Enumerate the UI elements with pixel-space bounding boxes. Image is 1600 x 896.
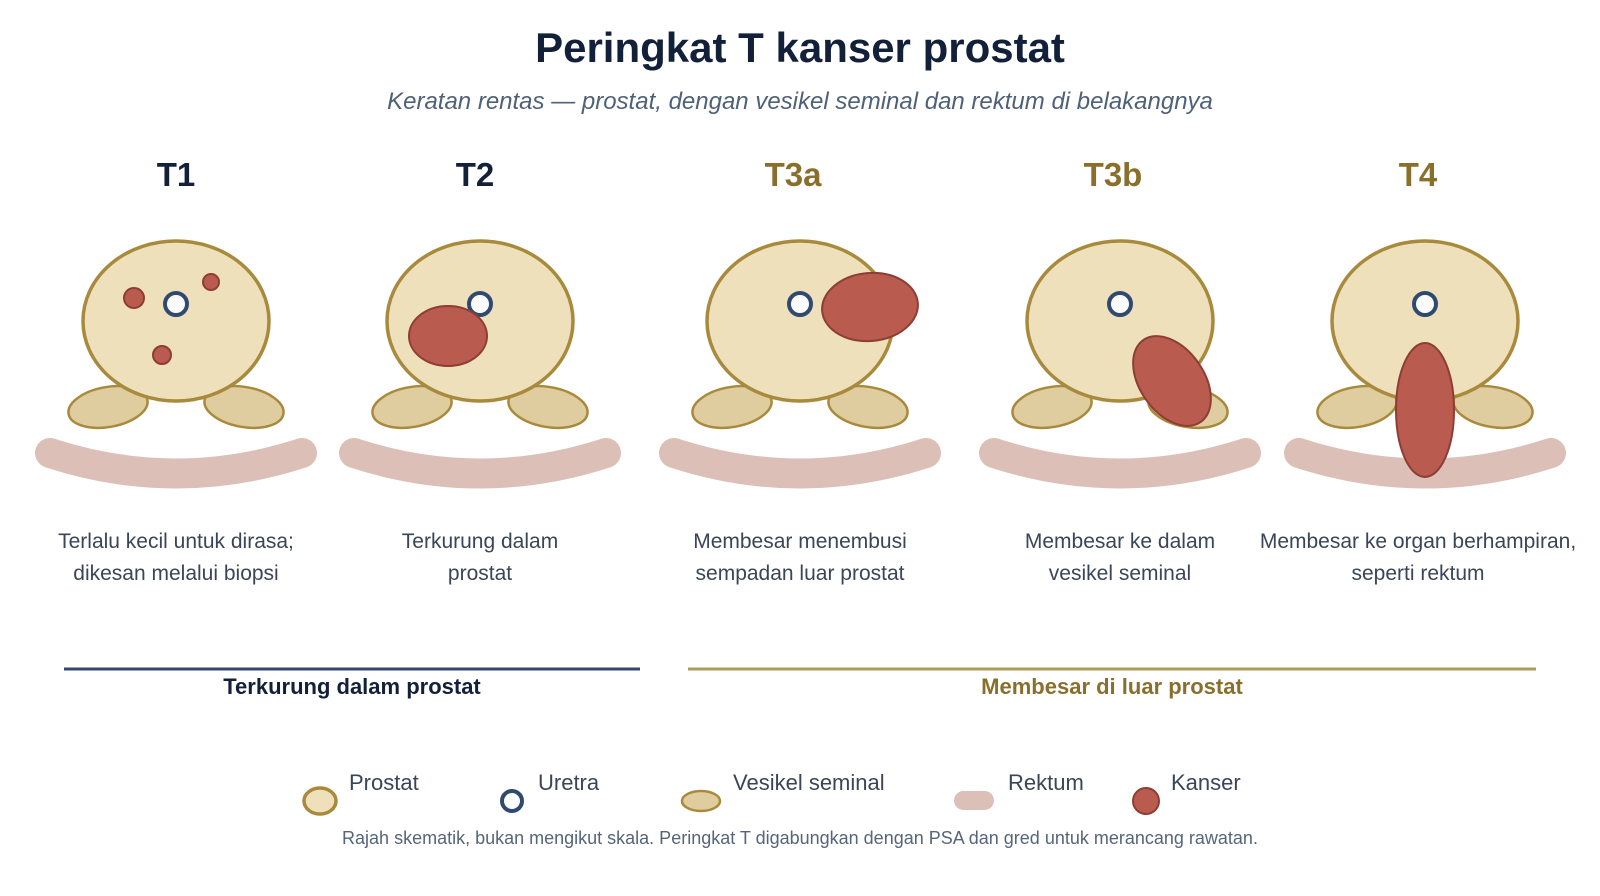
stage-desc-t3b: Membesar ke dalam vesikel seminal (940, 526, 1300, 590)
stage-diagram-t2 (339, 239, 621, 489)
stage-desc-t1: Terlalu kecil untuk dirasa; dikesan mela… (0, 526, 356, 590)
stage-label-t1: T1 (156, 156, 196, 193)
stage-desc-line: Membesar menembusi (693, 530, 907, 553)
cancer-spot (152, 345, 172, 365)
legend-label-urethra: Uretra (538, 770, 600, 795)
cancer-tumor (821, 271, 919, 343)
rectum-shape (979, 438, 1261, 489)
stage-label-t2: T2 (455, 156, 495, 193)
stage-desc-line: dikesan melalui biopsi (73, 562, 279, 585)
stage-desc-line: prostat (447, 562, 513, 585)
legend-swatch-urethra (500, 789, 524, 813)
group-label-confined: Terkurung dalam prostat (223, 674, 481, 699)
group-label-extended: Membesar di luar prostat (981, 674, 1243, 699)
legend-swatch-cancer (1132, 787, 1160, 815)
cancer-tumor (1132, 335, 1212, 427)
stage-diagram-t3a (659, 239, 941, 489)
cancer-tumor (1395, 342, 1455, 478)
cancer-spot (123, 287, 145, 309)
legend-swatch-vesicle (680, 789, 722, 813)
urethra-shape (1107, 291, 1133, 317)
stage-desc-line: Membesar ke dalam (1024, 530, 1216, 553)
urethra-shape (787, 291, 813, 317)
stage-desc-line: seperti rektum (1351, 562, 1485, 585)
urethra-shape (163, 291, 189, 317)
seminal-vesicle-left (67, 384, 149, 430)
seminal-vesicle-left (371, 384, 453, 430)
legend-label-rectum: Rektum (1008, 770, 1084, 795)
rectum-shape (339, 438, 621, 489)
stage-diagram-t1 (35, 239, 317, 489)
stage-desc-t3a: Membesar menembusi sempadan luar prostat (620, 526, 980, 590)
stage-desc-line: Membesar ke organ berhampiran, (1259, 530, 1577, 553)
cancer-tumor (408, 305, 488, 367)
legend-label-cancer: Kanser (1171, 770, 1241, 795)
stage-diagram-t3b (979, 239, 1261, 489)
page-subtitle: Keratan rentas — prostat, dengan vesikel… (387, 88, 1213, 115)
urethra-shape (1412, 291, 1438, 317)
seminal-vesicle-right (827, 384, 909, 430)
legend-label-prostate: Prostat (349, 770, 419, 795)
stage-desc-line: vesikel seminal (1048, 562, 1192, 585)
footnote: Rajah skematik, bukan mengikut skala. Pe… (342, 828, 1258, 848)
rectum-shape (659, 438, 941, 489)
legend-swatch-prostate (302, 786, 338, 816)
seminal-vesicle-right (507, 384, 589, 430)
legend-swatch-rectum (954, 791, 994, 810)
stage-desc-line: Terkurung dalam (401, 530, 559, 553)
seminal-vesicle-right (203, 384, 285, 430)
urethra-shape (467, 291, 493, 317)
legend-label-vesicle: Vesikel seminal (733, 770, 885, 795)
rectum-shape (35, 438, 317, 489)
stage-label-t4: T4 (1398, 156, 1438, 193)
stage-label-t3b: T3b (1083, 156, 1143, 193)
stage-desc-t4: Membesar ke organ berhampiran, seperti r… (1236, 526, 1600, 590)
stage-diagram-t4 (1284, 239, 1566, 489)
cancer-spot (202, 273, 220, 291)
stage-desc-line: sempadan luar prostat (695, 562, 905, 585)
prostate-shape (81, 239, 271, 403)
stage-label-t3a: T3a (764, 156, 822, 193)
stage-desc-line: Terlalu kecil untuk dirasa; (58, 530, 294, 553)
seminal-vesicle-left (1011, 384, 1093, 430)
stage-desc-t2: Terkurung dalam prostat (300, 526, 660, 590)
seminal-vesicle-left (691, 384, 773, 430)
page-title: Peringkat T kanser prostat (535, 24, 1065, 71)
